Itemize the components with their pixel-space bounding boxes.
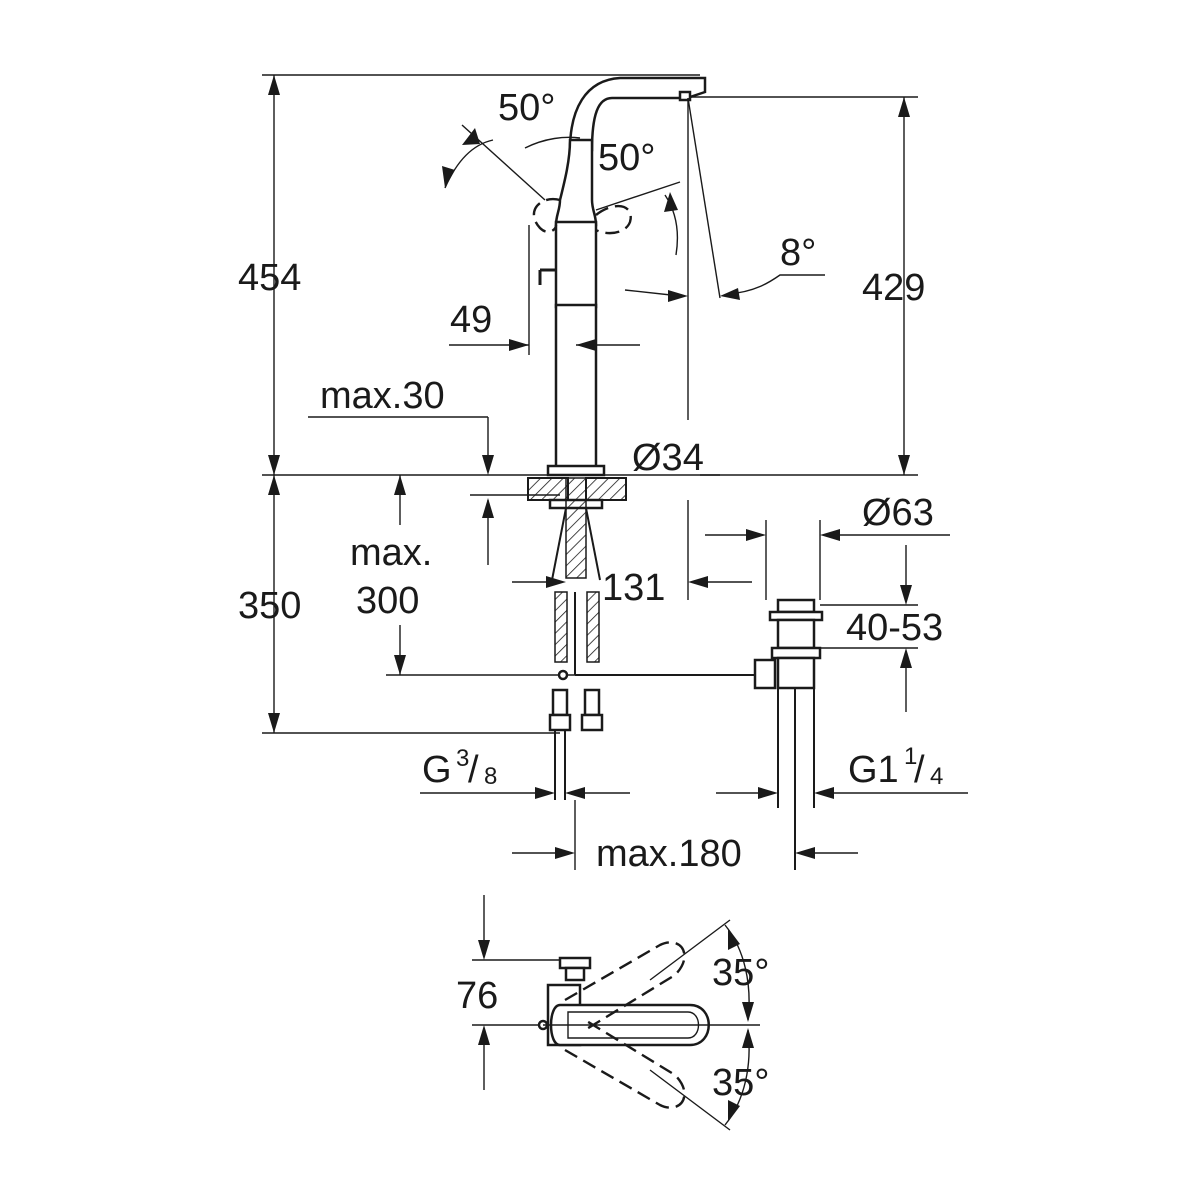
hose-connectors xyxy=(548,688,604,800)
lever-housing xyxy=(554,220,598,309)
dim-40-53: 40-53 xyxy=(820,545,943,712)
dim-76-label: 76 xyxy=(456,975,498,1017)
lower-column xyxy=(554,303,598,472)
dim-g38: G 3 / 8 xyxy=(420,745,630,799)
dim-g38-den: 8 xyxy=(484,763,497,790)
waste-cap xyxy=(776,598,816,614)
supply-hoses xyxy=(551,477,601,675)
dim-454-label: 454 xyxy=(238,257,301,299)
angle-50-back: 50° xyxy=(524,136,681,256)
dim-429-label: 429 xyxy=(862,267,925,309)
angle-35-lower: 35° xyxy=(712,1028,769,1126)
dim-131: 131 xyxy=(512,500,752,609)
dim-49: 49 xyxy=(449,225,640,355)
angle-50-front: 50° xyxy=(442,87,555,201)
svg-text:/: / xyxy=(914,749,925,791)
dim-max30: max.30 xyxy=(308,375,560,565)
angle-50-front-label: 50° xyxy=(498,87,555,129)
dim-g38-num: 3 xyxy=(456,745,469,772)
angle-35-upper-label: 35° xyxy=(712,952,769,994)
dim-d63-label: Ø63 xyxy=(862,492,934,534)
plan-swing-lower xyxy=(564,1018,686,1109)
dim-max180: max.180 xyxy=(512,800,858,875)
elevation-view: 454 429 xyxy=(238,74,968,875)
aerator xyxy=(678,90,692,102)
dim-429: 429 xyxy=(862,97,925,475)
svg-text:/: / xyxy=(468,749,479,791)
lever-swing-back xyxy=(595,204,632,235)
plan-view: 76 35° 35° xyxy=(456,895,769,1131)
dim-g38-base: G xyxy=(422,749,452,791)
dim-max180-label: max.180 xyxy=(596,833,742,875)
dim-g114-base: G1 xyxy=(848,749,899,791)
dim-g114: G1 1 / 4 xyxy=(716,743,968,799)
dim-d34-label: Ø34 xyxy=(632,437,704,479)
waste-rod-connector xyxy=(753,658,777,690)
angle-50-back-label: 50° xyxy=(598,137,655,179)
dim-350: 350 xyxy=(238,475,560,734)
dim-max30-label: max.30 xyxy=(320,375,445,417)
deck-section xyxy=(527,477,627,510)
dim-max300: max. 300 xyxy=(350,475,755,676)
dim-131-label: 131 xyxy=(602,567,665,609)
dim-40-53-label: 40-53 xyxy=(846,607,943,649)
dim-g114-num: 1 xyxy=(904,743,917,770)
spout-arm xyxy=(568,76,707,152)
angle-35-lower-label: 35° xyxy=(712,1062,769,1104)
upper-neck xyxy=(554,138,598,227)
dim-76: 76 xyxy=(456,895,572,1090)
dim-max300-line1: max. xyxy=(350,532,432,574)
angle-35-upper: 35° xyxy=(712,924,769,1022)
base-flange xyxy=(546,464,606,477)
dim-g114-den: 4 xyxy=(930,763,943,790)
dim-454: 454 xyxy=(238,75,301,475)
lever-swing-front xyxy=(532,197,561,234)
plan-swing-upper xyxy=(564,941,686,1032)
dim-350-label: 350 xyxy=(238,585,301,627)
dim-max300-line2: 300 xyxy=(356,580,419,622)
waste-assembly xyxy=(753,520,824,870)
dim-d34: Ø34 xyxy=(632,437,704,479)
faucet-body xyxy=(538,76,707,477)
dim-49-label: 49 xyxy=(450,299,492,341)
dim-d63: Ø63 xyxy=(705,492,950,541)
angle-8: 8° xyxy=(624,97,825,420)
angle-8-label: 8° xyxy=(780,232,816,274)
